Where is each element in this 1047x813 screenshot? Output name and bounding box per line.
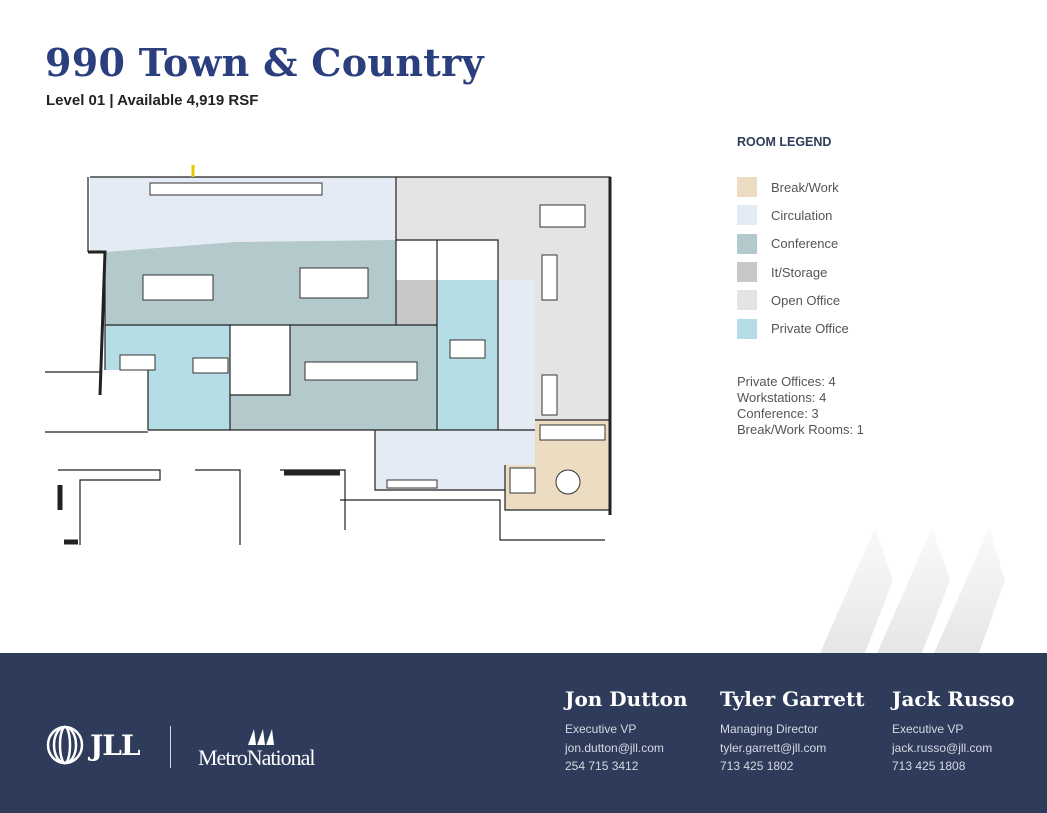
legend-label: Break/Work [771,179,839,195]
table [142,274,214,301]
room-circulation-corridor [498,280,535,430]
desk [119,354,156,371]
legend-label: It/Storage [771,264,828,280]
contact-email[interactable]: jack.russo@jll.com [892,740,993,755]
contact-name: Jon Dutton [565,687,688,711]
room-circulation-top [90,177,396,252]
room-it-storage [396,280,437,325]
desk [541,254,558,301]
legend-label: Circulation [771,207,833,223]
chevron-decoration-icon [820,528,1005,653]
legend-item: Circulation [737,201,849,229]
table [299,267,369,299]
legend-item: It/Storage [737,258,849,286]
contact-card: Jon Dutton Executive VP jon.dutton@jll.c… [565,687,688,776]
legend-swatch [737,233,757,254]
legend-title: ROOM LEGEND [737,135,832,149]
contact-phone[interactable]: 713 425 1802 [720,759,794,773]
contact-email[interactable]: jon.dutton@jll.com [565,740,664,755]
room-private-office-1 [105,325,230,430]
metronational-logo-text: MetroNational [198,745,316,770]
contact-name: Jack Russo [892,687,1015,711]
bench [149,182,323,196]
page-subtitle: Level 01 | Available 4,919 RSF [46,92,259,109]
legend-label: Open Office [771,292,841,308]
stat-private-offices: Private Offices: 4 [737,374,836,389]
contact-phone[interactable]: 713 425 1808 [892,759,966,773]
contact-phone[interactable]: 254 715 3412 [565,759,639,773]
contact-name: Tyler Garrett [720,687,865,711]
metronational-logo: MetroNational [198,727,316,771]
legend-swatch [737,318,757,339]
legend-swatch [737,177,757,198]
desk [541,374,558,416]
desk [539,424,606,441]
contact-email[interactable]: tyler.garrett@jll.com [720,740,827,755]
legend-label: Conference [771,236,839,252]
desk [539,204,586,228]
stat-conference: Conference: 3 [737,406,819,421]
jll-logo-text: JLL [90,728,141,762]
room-stats: Private Offices: 4 Workstations: 4 Confe… [737,374,864,438]
footer: JLL MetroNational Jon Dutton Executive V… [0,653,1047,813]
room-open-office [396,177,610,420]
logo-divider [170,726,171,768]
bench [386,479,438,489]
legend-item: Conference [737,230,849,258]
legend-swatch [737,262,757,283]
stat-workstations: Workstations: 4 [737,390,827,405]
counter [304,361,418,381]
desk [509,467,536,494]
legend-item: Private Office [737,314,849,342]
contact-title: Executive VP [565,722,637,736]
room-circulation-bottom [375,430,535,490]
floor-plan [45,165,612,545]
contact-title: Managing Director [720,722,819,736]
contact-card: Jack Russo Executive VP jack.russo@jll.c… [892,687,1014,776]
contact-card: Tyler Garrett Managing Director tyler.ga… [720,687,864,776]
legend-item: Open Office [737,286,849,314]
desk [192,357,229,374]
desk [449,339,486,359]
jll-rings-icon [46,725,84,765]
stat-break-work: Break/Work Rooms: 1 [737,422,864,437]
legend-swatch [737,290,757,311]
legend-item: Break/Work [737,173,849,201]
room-legend: ROOM LEGEND Break/Work Circulation Confe… [737,135,849,343]
contact-title: Executive VP [892,722,964,736]
jll-logo: JLL [46,725,141,765]
legend-label: Private Office [771,321,849,337]
page-title: 990 Town & Country [45,40,484,85]
metronational-mark-icon [248,729,274,745]
legend-swatch [737,205,757,226]
